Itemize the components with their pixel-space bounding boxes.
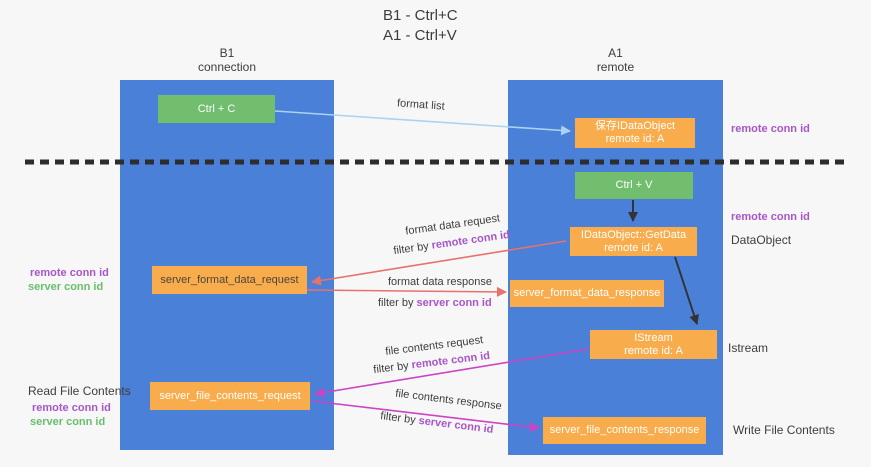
server-file-contents-response-box: server_file_contents_response [543,417,706,444]
getdata-line1: IDataObject::GetData [580,228,687,241]
filter-by-text: filter by [378,297,417,309]
save-dataobject-line2: remote id: A [605,133,665,145]
left-column-header: B1 connection [120,46,334,74]
format-data-response-arrow [306,286,507,297]
title-line-2: A1 - Ctrl+V [383,27,457,44]
server-format-data-response-box: server_format_data_response [510,280,664,307]
server-file-contents-request-box: server_file_contents_request [150,382,310,410]
server-file-contents-request-label: server_file_contents_request [159,389,301,402]
ctrl-v-label: Ctrl + V [615,179,653,191]
filter-by-text: filter by [392,239,433,258]
save-dataobject-line1: 保存IDataObject [594,120,676,132]
remote-conn-id-annotation-mid: remote conn id [731,211,810,223]
getdata-box: IDataObject::GetData remote id: A [570,227,697,256]
right-column-header: A1 remote [508,46,723,74]
right-column-subtitle: remote [596,60,635,74]
ctrl-c-box: Ctrl + C [158,95,275,123]
left-column-name: B1 [219,46,235,60]
server-conn-id-annotation-left-2: server conn id [30,416,106,428]
left-column-subtitle: connection [197,60,257,74]
diagram-title: B1 - Ctrl+C A1 - Ctrl+V [383,6,458,46]
istream-line2: remote id: A [624,344,683,357]
server-format-data-response-label: server_format_data_response [513,287,661,299]
right-column-name: A1 [608,46,623,60]
ctrl-v-box: Ctrl + V [575,172,693,199]
istream-annotation: Istream [728,341,769,355]
filter-by-text: filter by [372,359,413,377]
remote-conn-id-annotation-left-1: remote conn id [30,267,109,279]
ctrl-c-label: Ctrl + C [197,102,236,115]
write-file-contents-annotation: Write File Contents [733,423,835,437]
server-conn-id-text: server conn id [416,297,492,309]
server-file-contents-response-label: server_file_contents_response [549,424,700,436]
filter-by-server-conn-id-label-2: filter by server conn id [380,410,494,436]
format-list-label: format list [396,97,446,113]
remote-conn-id-annotation-left-2: remote conn id [32,402,111,414]
server-format-data-request-box: server_format_data_request [152,266,307,294]
getdata-line2: remote id: A [604,241,663,254]
istream-line1: IStream [634,331,673,344]
dataobject-annotation: DataObject [731,233,792,247]
server-conn-id-annotation-left-1: server conn id [28,281,104,293]
save-dataobject-box: 保存IDataObject remote id: A [575,118,695,148]
remote-conn-id-annotation-top: remote conn id [731,123,810,135]
server-format-data-request-label: server_format_data_request [160,273,299,286]
read-file-contents-annotation: Read File Contents [28,384,131,398]
file-contents-response-label: file contents response [394,387,503,413]
server-conn-id-text: server conn id [417,414,495,436]
filter-by-text: filter by [379,410,420,427]
istream-box: IStream remote id: A [590,330,717,359]
filter-by-server-conn-id-label-1: filter by server conn id [378,297,492,309]
format-data-response-label: format data response [388,276,492,288]
title-line-1: B1 - Ctrl+C [383,7,458,24]
